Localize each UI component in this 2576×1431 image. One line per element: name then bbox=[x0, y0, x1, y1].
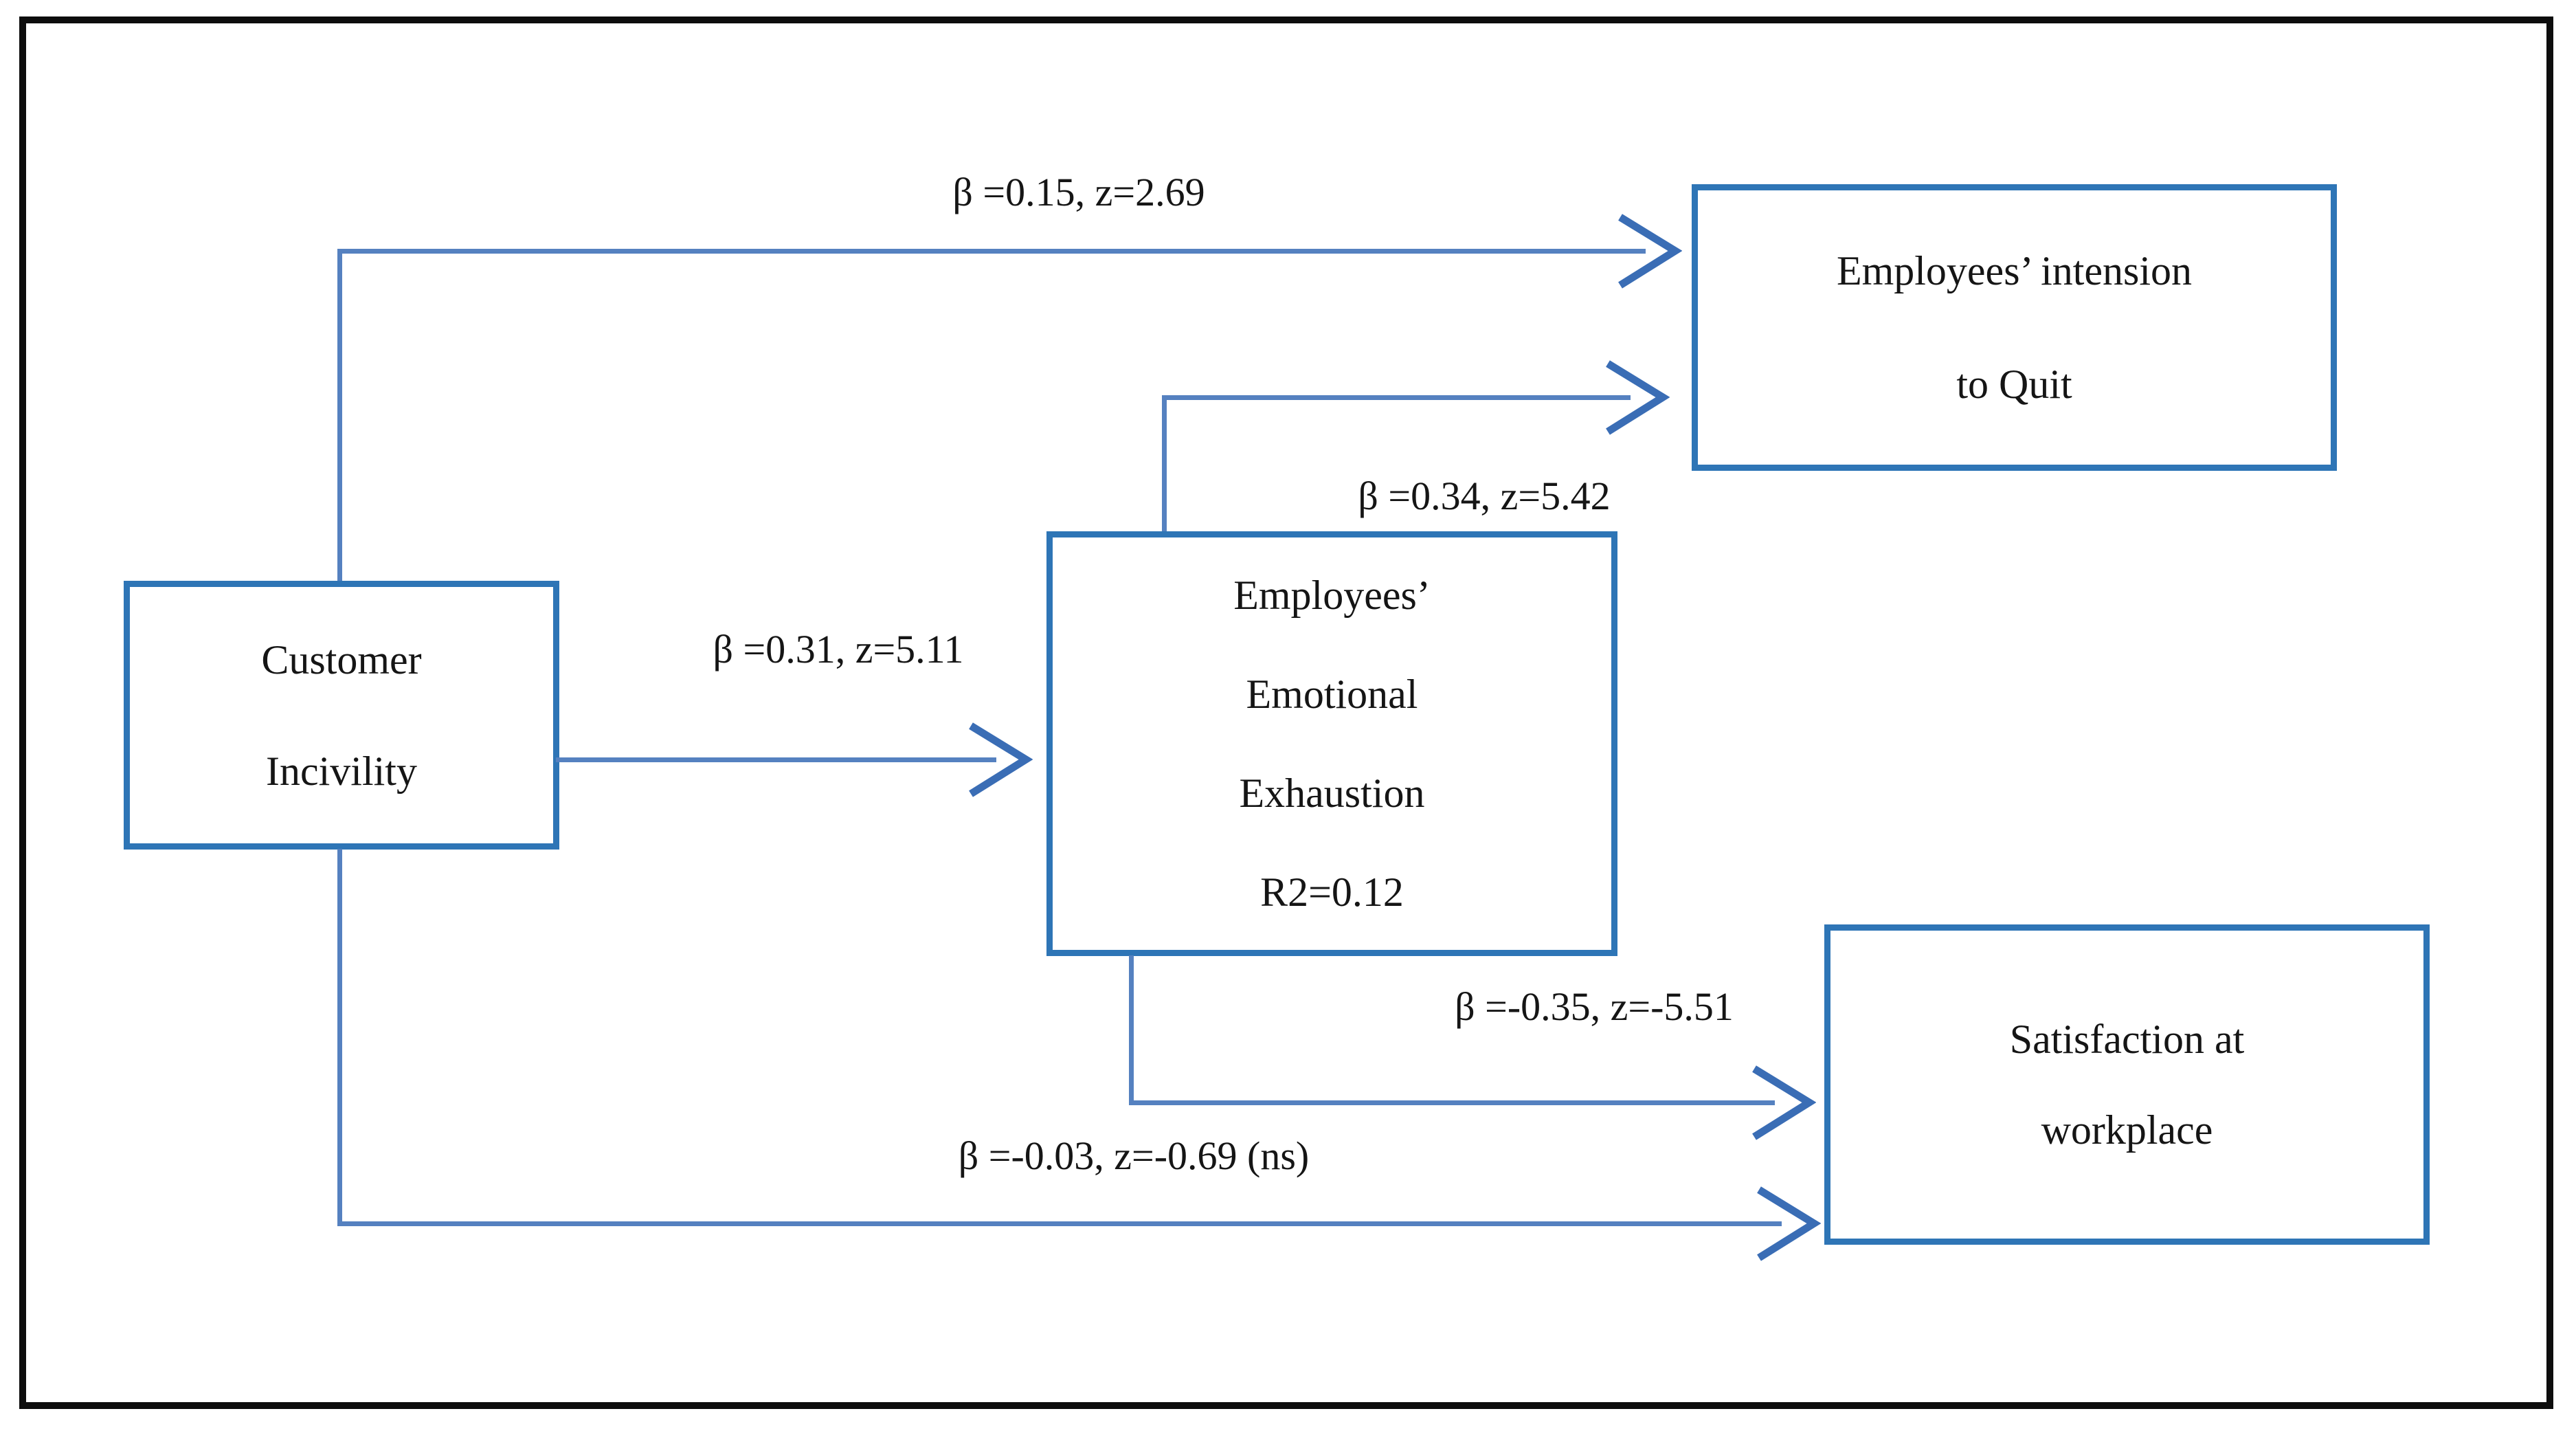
box-label-line: Satisfaction at bbox=[2009, 1017, 2245, 1062]
box-label-line: workplace bbox=[2041, 1107, 2213, 1153]
path-label-ci-ee: β =0.31, z=5.11 bbox=[713, 627, 964, 672]
box-label-line: Incivility bbox=[266, 748, 417, 794]
connector-ee-to-sat-vertical bbox=[1129, 955, 1134, 1105]
box-customer-incivility: Customer Incivility bbox=[124, 581, 559, 850]
box-label-line: Employees’ intension bbox=[1836, 247, 2193, 293]
path-label-ci-quit: β =0.15, z=2.69 bbox=[952, 170, 1205, 214]
connector-ci-to-quit-vertical bbox=[337, 249, 342, 581]
box-label-line-r-squared: R2=0.12 bbox=[1260, 869, 1404, 915]
connector-ci-to-sat-vertical bbox=[337, 849, 342, 1226]
connector-ee-to-quit-horizontal bbox=[1162, 395, 1631, 400]
box-label-line: to Quit bbox=[1956, 361, 2072, 407]
box-label-line: Employees’ bbox=[1233, 573, 1431, 618]
arrowhead-icon bbox=[1752, 1065, 1816, 1140]
path-label-ee-quit: β =0.34, z=5.42 bbox=[1358, 474, 1611, 518]
path-label-ci-sat-ns: β =-0.03, z=-0.69 (ns) bbox=[958, 1133, 1310, 1178]
connector-ci-to-quit-horizontal bbox=[337, 249, 1646, 254]
connector-ci-to-sat-horizontal bbox=[337, 1221, 1782, 1226]
arrowhead-icon bbox=[1618, 214, 1682, 289]
box-label-line: Exhaustion bbox=[1239, 770, 1425, 816]
path-label-ee-sat: β =-0.35, z=-5.51 bbox=[1455, 984, 1734, 1029]
box-satisfaction-at-workplace: Satisfaction at workplace bbox=[1824, 924, 2430, 1245]
box-label-line: Emotional bbox=[1246, 672, 1418, 717]
box-intention-to-quit: Employees’ intension to Quit bbox=[1692, 184, 2337, 471]
connector-ee-to-quit-vertical bbox=[1162, 395, 1167, 531]
box-emotional-exhaustion: Employees’ Emotional Exhaustion R2=0.12 bbox=[1046, 531, 1617, 956]
box-label-line: Customer bbox=[261, 636, 422, 683]
connector-ci-to-ee-horizontal bbox=[556, 757, 996, 762]
connector-ee-to-sat-horizontal bbox=[1129, 1100, 1775, 1105]
arrowhead-icon bbox=[1606, 360, 1670, 435]
arrowhead-icon bbox=[969, 722, 1033, 797]
arrowhead-icon bbox=[1757, 1186, 1821, 1261]
